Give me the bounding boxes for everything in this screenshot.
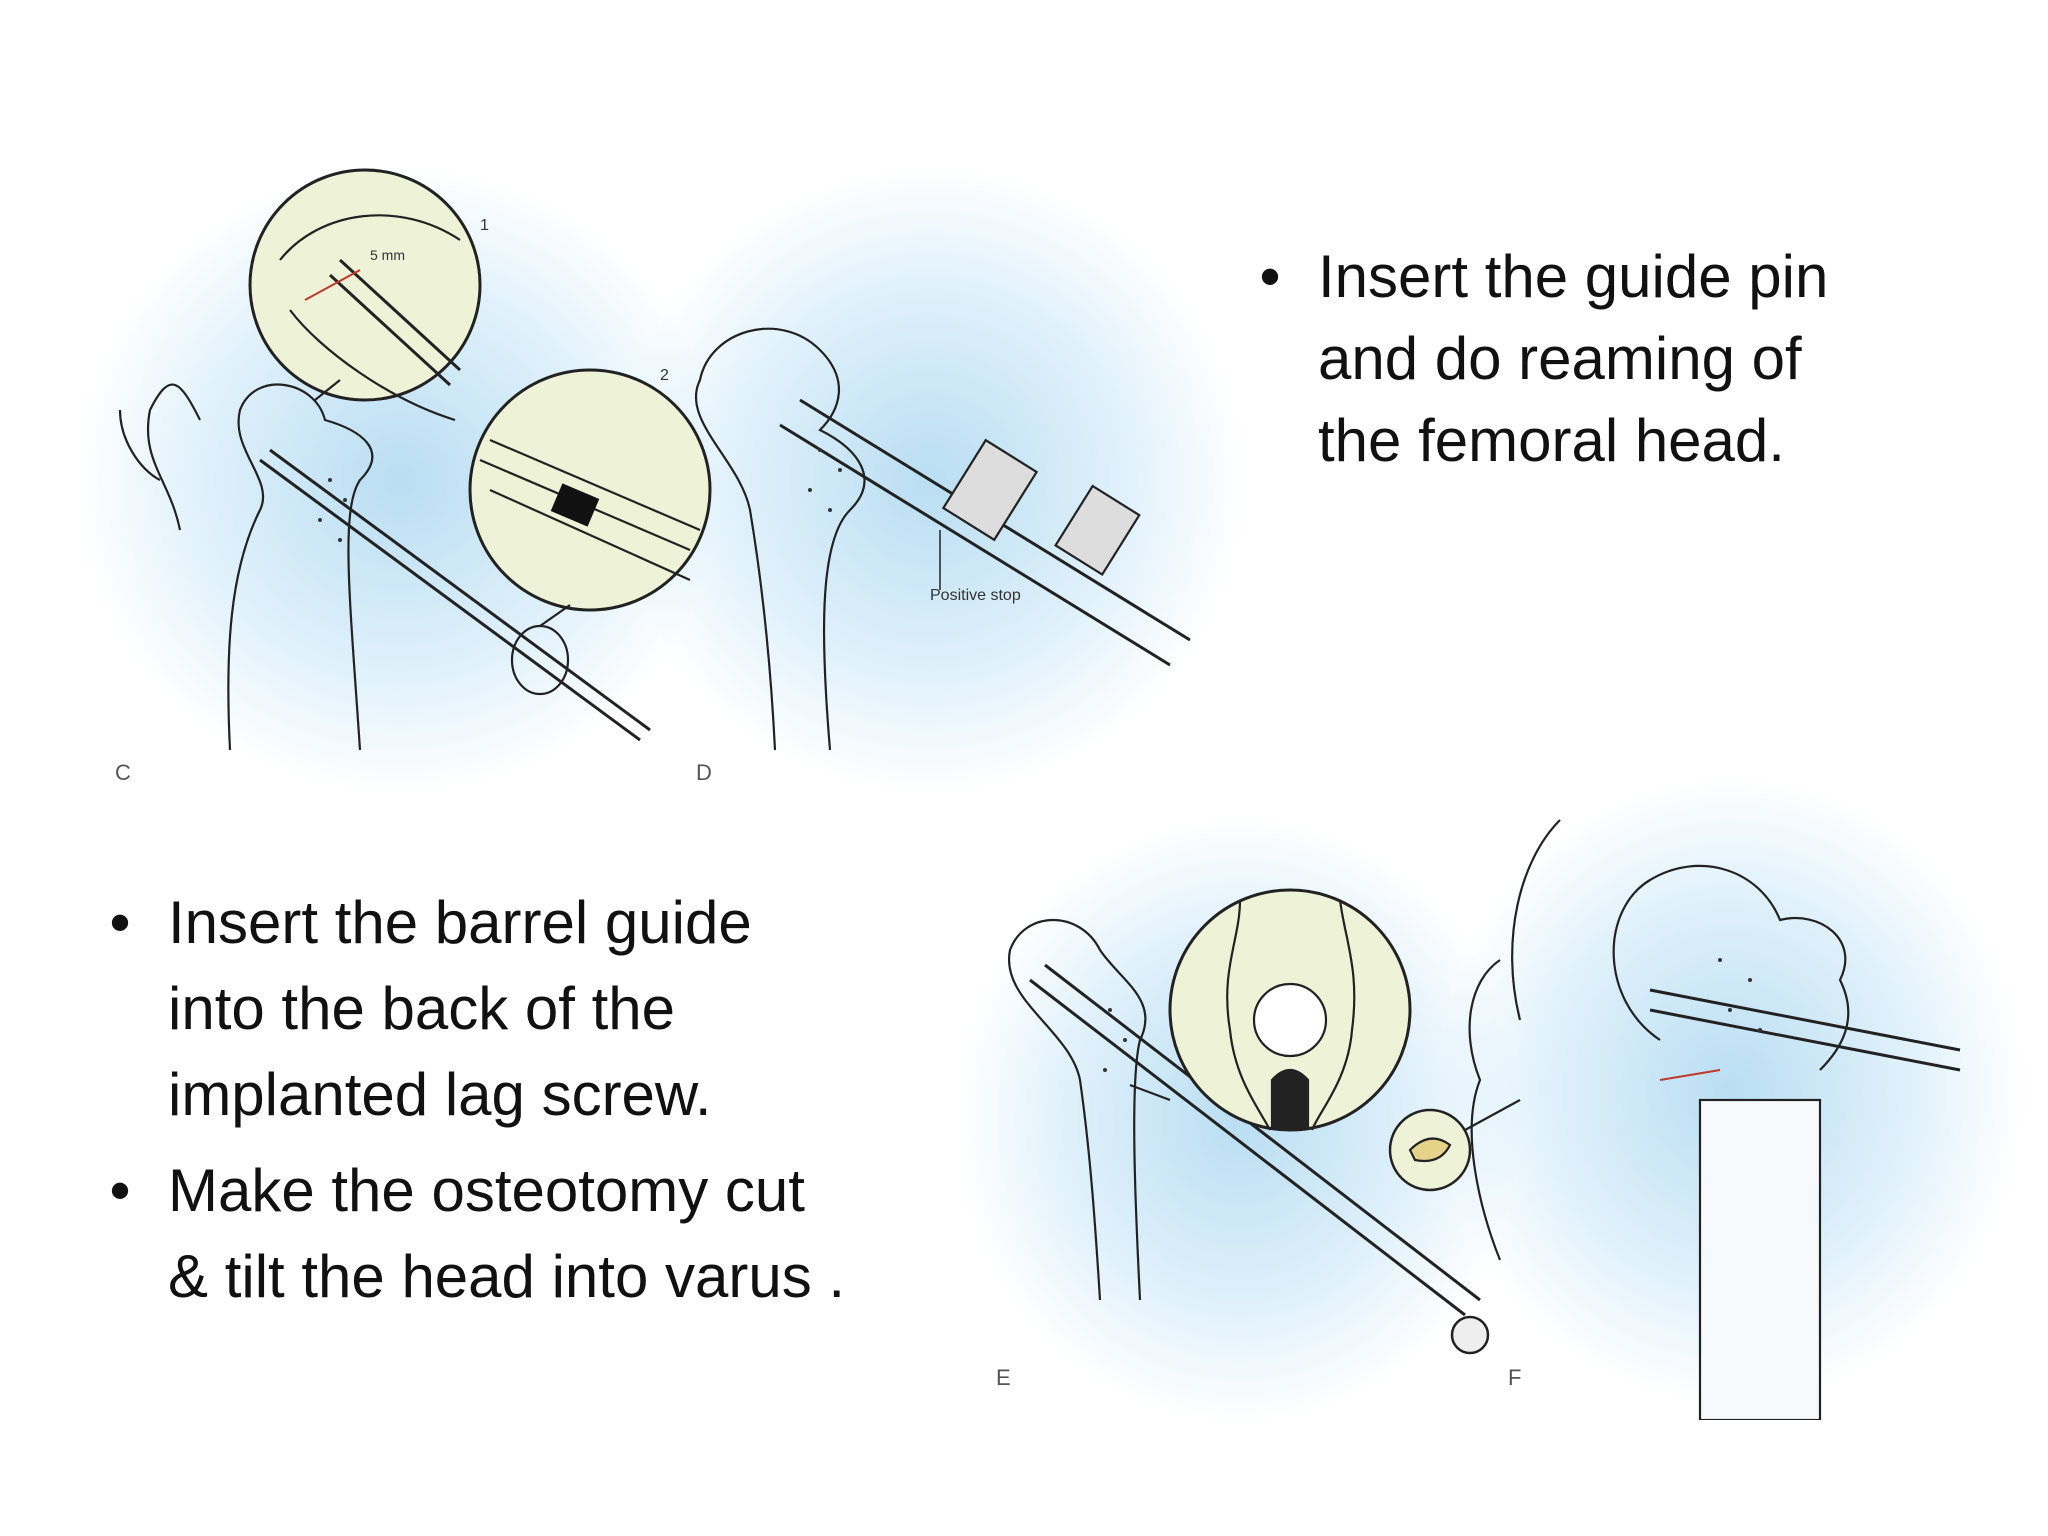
bullet-line: Make the osteotomy cut xyxy=(168,1157,805,1224)
inset-2-label: 2 xyxy=(660,367,669,384)
illustration-top: 1 2 5 mm Positive stop C D xyxy=(60,150,1240,810)
bullet-line: into the back of the xyxy=(168,975,676,1042)
bullet-line: implanted lag screw. xyxy=(168,1061,712,1128)
bullet-dot: • xyxy=(1259,243,1281,310)
bullet-item: • Insert the guide pin and do reaming of… xyxy=(1240,236,1828,482)
panel-label-e: E xyxy=(996,1365,1011,1390)
inset-1-label: 1 xyxy=(480,217,489,234)
panel-label-f: F xyxy=(1508,1365,1522,1390)
bullet-line: Insert the barrel guide xyxy=(168,889,752,956)
bullet-dot: • xyxy=(109,1157,131,1224)
panel-label-c: C xyxy=(115,760,131,785)
panel-label-d: D xyxy=(696,760,712,785)
illustration-bottom: E F xyxy=(960,780,2020,1420)
bullet-list-top: • Insert the guide pin and do reaming of… xyxy=(1240,236,1828,482)
bullet-line: the femoral head. xyxy=(1318,407,1785,474)
bullet-item: • Make the osteotomy cut & tilt the head… xyxy=(90,1148,845,1320)
bullet-item: • Insert the barrel guide into the back … xyxy=(90,880,845,1138)
bullet-line: & tilt the head into varus . xyxy=(168,1243,846,1310)
femur-osteotomy-diagram xyxy=(1007,819,1961,1420)
positive-stop-label: Positive stop xyxy=(930,587,1021,604)
bullet-dot: • xyxy=(109,889,131,956)
measure-label: 5 mm xyxy=(370,247,405,263)
femur-guide-pin-diagram: 1 2 5 mm Positive stop xyxy=(118,168,1191,751)
bullet-list-bottom: • Insert the barrel guide into the back … xyxy=(90,880,845,1320)
bullet-line: Insert the guide pin xyxy=(1318,243,1829,310)
bullet-line: and do reaming of xyxy=(1318,325,1802,392)
